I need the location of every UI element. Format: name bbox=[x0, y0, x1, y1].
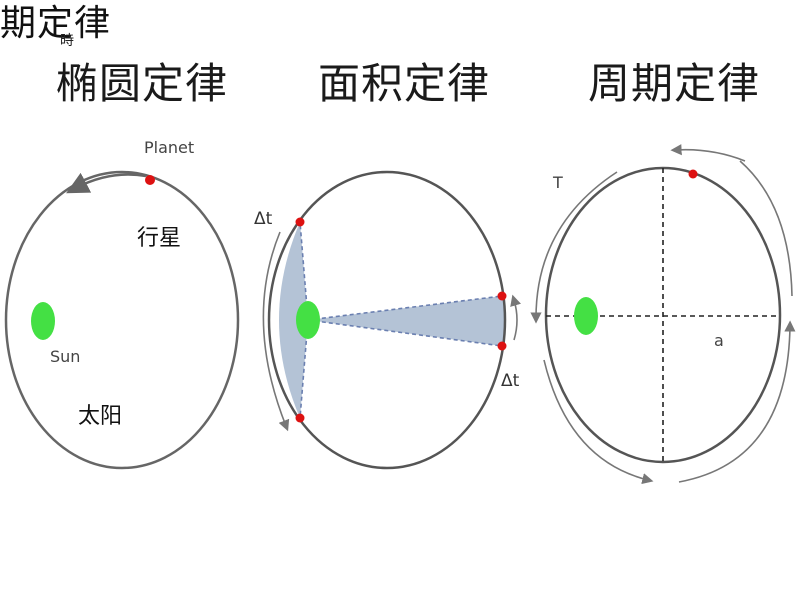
period-arrow-right bbox=[739, 160, 793, 297]
dt-label-left: Δt bbox=[254, 209, 273, 229]
orbit-direction-arrow bbox=[66, 172, 147, 194]
planet-label-cn: 行星 bbox=[137, 226, 181, 251]
sector-right bbox=[308, 296, 505, 346]
planet-position-left-top bbox=[295, 217, 305, 227]
heading-area-law: 面积定律 bbox=[318, 59, 491, 108]
panel-period-law: T a bbox=[530, 144, 796, 485]
planet-label-en: Planet bbox=[144, 138, 194, 157]
period-arrow-left bbox=[530, 171, 618, 324]
period-arrow-bottom-left bbox=[543, 359, 654, 485]
semi-major-axis-label-a: a bbox=[714, 331, 724, 350]
sector-left bbox=[279, 222, 308, 418]
period-arrow-top bbox=[670, 144, 746, 162]
corner-title-fragment: 期定律 bbox=[0, 3, 112, 44]
panel-area-law: Δt Δt bbox=[254, 170, 521, 470]
panel-ellipse-law: Planet 行星 Sun 太阳 bbox=[4, 138, 240, 470]
planet-marker-3 bbox=[688, 169, 698, 179]
sector-right-edge-top bbox=[307, 295, 503, 321]
sun-label-cn: 太阳 bbox=[78, 404, 122, 429]
planet-marker bbox=[145, 175, 155, 185]
heading-period-law: 周期定律 bbox=[588, 59, 761, 108]
dt-arrow-right bbox=[510, 294, 521, 341]
planet-position-right-top bbox=[497, 291, 507, 301]
orbit-ellipse-1 bbox=[4, 170, 240, 470]
corner-glyph-fragment: 時 bbox=[60, 33, 74, 49]
planet-position-right-bottom bbox=[497, 341, 507, 351]
dt-label-right: Δt bbox=[501, 371, 520, 391]
sun-marker bbox=[31, 302, 55, 340]
sun-marker-2 bbox=[296, 301, 320, 339]
heading-ellipse-law: 椭圆定律 bbox=[56, 59, 229, 108]
orbit-ellipse-2 bbox=[267, 170, 507, 470]
sun-label-en: Sun bbox=[50, 347, 80, 366]
sun-marker-3 bbox=[574, 297, 598, 335]
period-label-T: T bbox=[552, 173, 563, 192]
period-arrow-bottom-right bbox=[678, 320, 796, 483]
dt-arrow-left bbox=[262, 231, 290, 432]
planet-position-left-bottom bbox=[295, 413, 305, 423]
sector-right-edge-bottom bbox=[307, 319, 503, 347]
